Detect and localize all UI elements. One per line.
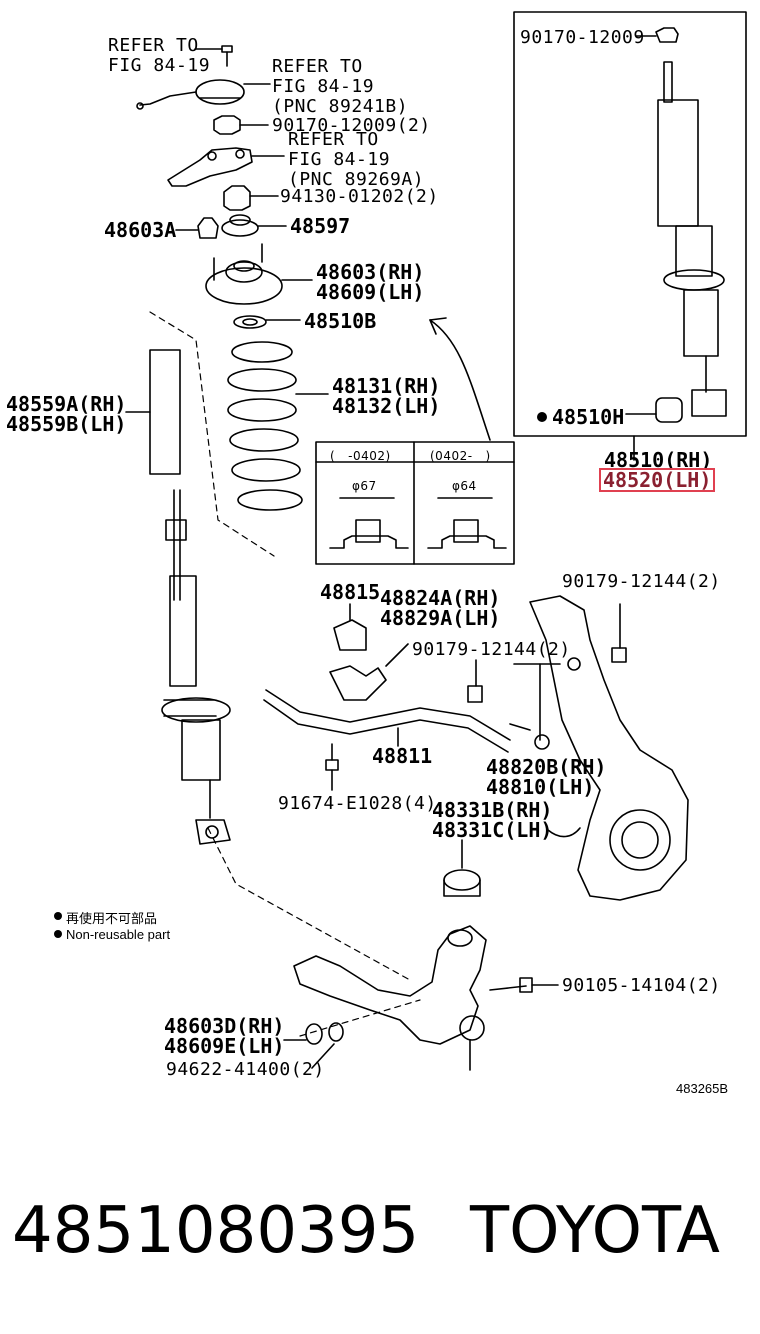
label-48510-rh: 48510(RH) — [604, 448, 713, 472]
stabilizer-link — [509, 657, 581, 750]
table-phi-2: φ64 — [452, 479, 477, 493]
legend-en: Non-reusable part — [66, 927, 171, 942]
label-94130-01202: 94130-01202(2) — [280, 186, 439, 207]
bushing-48815 — [329, 603, 409, 701]
non-reusable-dot — [54, 912, 62, 920]
spring-seat-48510B — [233, 315, 301, 329]
label-48559: 48559A(RH) 48559B(LH) — [6, 392, 127, 436]
footer-part-number: 4851080395 — [12, 1194, 420, 1268]
bolt-90105 — [489, 977, 559, 993]
table-col-1: ( -0402) — [330, 449, 391, 463]
inset-label-48510H: 48510H — [552, 405, 625, 429]
refer-label-2: REFER TO FIG 84-19 (PNC 89241B) — [272, 56, 409, 117]
table-col-2: (0402- ) — [430, 449, 491, 463]
label-48520-lh-highlighted[interactable]: 48520(LH) — [598, 468, 716, 492]
nut-94130 — [223, 185, 279, 211]
label-48131: 48131(RH) 48132(LH) — [332, 374, 441, 418]
retainer-48597 — [221, 214, 287, 237]
label-48597: 48597 — [290, 214, 351, 238]
refer-label-1: REFER TO FIG 84-19 — [108, 35, 211, 76]
bushing-48603D — [283, 1022, 344, 1069]
label-48603A: 48603A — [104, 218, 177, 242]
label-48510B: 48510B — [304, 309, 377, 333]
inset-shock — [513, 11, 747, 461]
label-90170-12009-2: 90170-12009(2) — [272, 115, 431, 136]
steering-knuckle — [529, 595, 689, 901]
diagram-id: 483265B — [676, 1081, 729, 1096]
shock-absorber — [161, 489, 231, 845]
label-48824: 48824A(RH) 48829A(LH) — [380, 586, 501, 630]
refer-label-3: REFER TO FIG 84-19 (PNC 89269A) — [288, 129, 425, 190]
label-48603D: 48603D(RH) 48609E(LH) — [164, 1014, 285, 1058]
stabilizer-bar — [263, 689, 511, 753]
sensor-bracket — [136, 79, 271, 110]
label-48811: 48811 — [372, 744, 433, 768]
dashed-guides — [149, 311, 421, 1037]
label-48820: 48820B(RH) 48810(LH) — [486, 755, 607, 799]
label-91674: 91674-E1028(4) — [278, 793, 437, 814]
boot-48559 — [125, 349, 181, 475]
ball-joint — [443, 839, 481, 897]
legend-jp: 再使用不可部品 — [66, 911, 158, 926]
nut-90179-b — [467, 659, 483, 703]
footer-brand: TOYOTA — [470, 1194, 720, 1268]
coil-spring — [227, 341, 329, 511]
non-reusable-dot — [54, 930, 62, 938]
label-90179-12144-a: 90179-12144(2) — [562, 571, 721, 592]
inset-label-90170-12009: 90170-12009 — [520, 27, 645, 48]
label-94622-41400: 94622-41400(2) — [166, 1059, 325, 1080]
label-48331: 48331B(RH) 48331C(LH) — [432, 798, 553, 842]
nut-90170 — [213, 115, 269, 135]
label-90105-14104: 90105-14104(2) — [562, 975, 721, 996]
label-48603: 48603(RH) 48609(LH) — [316, 260, 425, 304]
label-90179-12144-b: 90179-12144(2) — [412, 639, 571, 660]
lower-arm — [293, 925, 487, 1071]
cushion-48603A — [175, 217, 219, 239]
top-bolt — [194, 45, 233, 67]
bolt-91674 — [325, 743, 339, 791]
bracket-89269A — [167, 147, 285, 187]
table-phi-1: φ67 — [352, 479, 377, 493]
label-48815: 48815 — [320, 580, 381, 604]
upper-support — [205, 243, 313, 305]
spec-table — [315, 441, 515, 565]
non-reusable-dot-48510H — [537, 412, 547, 422]
direction-arrow — [429, 317, 491, 441]
